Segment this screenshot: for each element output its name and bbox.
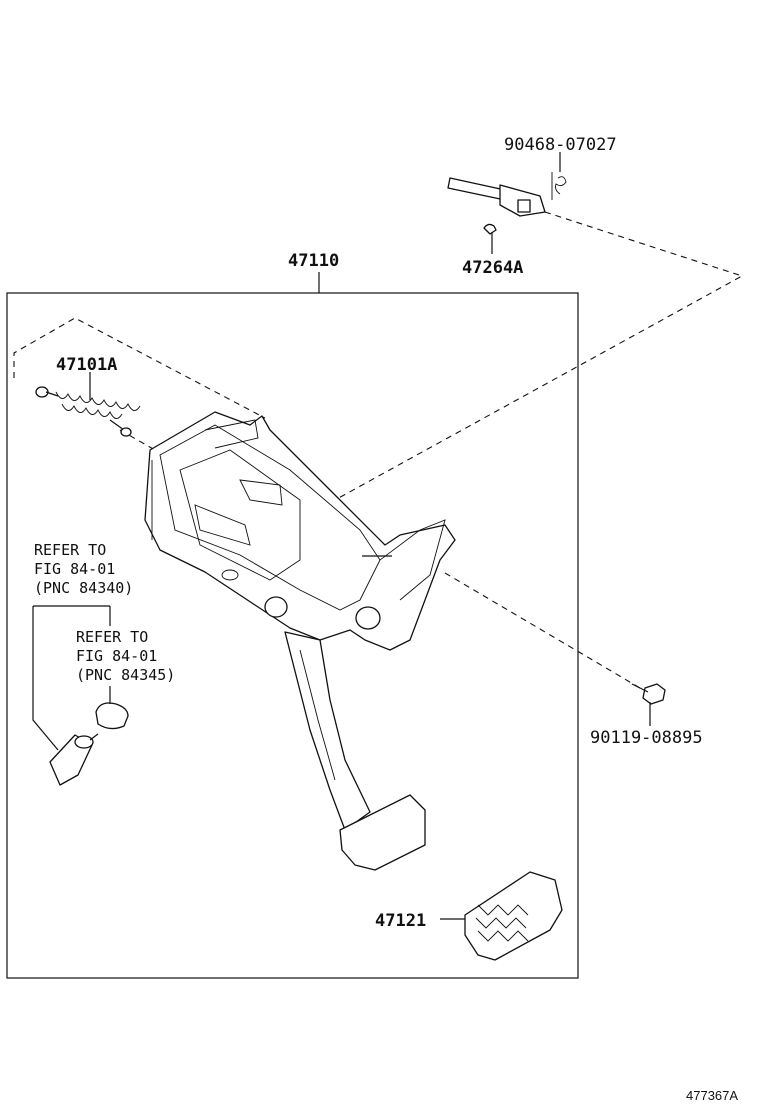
spring-dashed-outline (13, 317, 266, 419)
label-clip-pin: 90468-07027 (504, 135, 617, 155)
figure-id: 477367A (686, 1088, 738, 1103)
ref1-line-3: (PNC 84340) (34, 579, 133, 597)
label-return-spring: 47101A (56, 355, 117, 375)
spring-dashed-line (119, 429, 156, 451)
ref1-line-1: REFER TO (34, 541, 106, 559)
pedal-pad-illustration (464, 871, 563, 961)
bolt-illustration (631, 683, 666, 705)
ref2-line-2: FIG 84-01 (76, 647, 157, 665)
clevis-rod-illustration (447, 172, 567, 254)
ref2-line-1: REFER TO (76, 628, 148, 646)
ref1-line-2: FIG 84-01 (34, 560, 115, 578)
label-pedal-pad: 47121 (375, 911, 426, 931)
label-pedal-assembly: 47110 (288, 251, 339, 271)
bolt-dashed-line (444, 572, 641, 689)
pedal-arm-illustration (284, 631, 426, 871)
switch-illustration (49, 733, 99, 786)
spring-illustration (35, 386, 141, 437)
cushion-illustration (95, 702, 129, 730)
label-bolt: 90119-08895 (590, 728, 703, 748)
label-clevis-pin: 47264A (462, 258, 523, 278)
pedal-bracket-illustration (144, 411, 456, 651)
ref2-line-3: (PNC 84345) (76, 666, 175, 684)
assembly-frame (6, 292, 579, 979)
ref1-leader (32, 606, 59, 751)
clevis-dashed-line (334, 211, 744, 501)
